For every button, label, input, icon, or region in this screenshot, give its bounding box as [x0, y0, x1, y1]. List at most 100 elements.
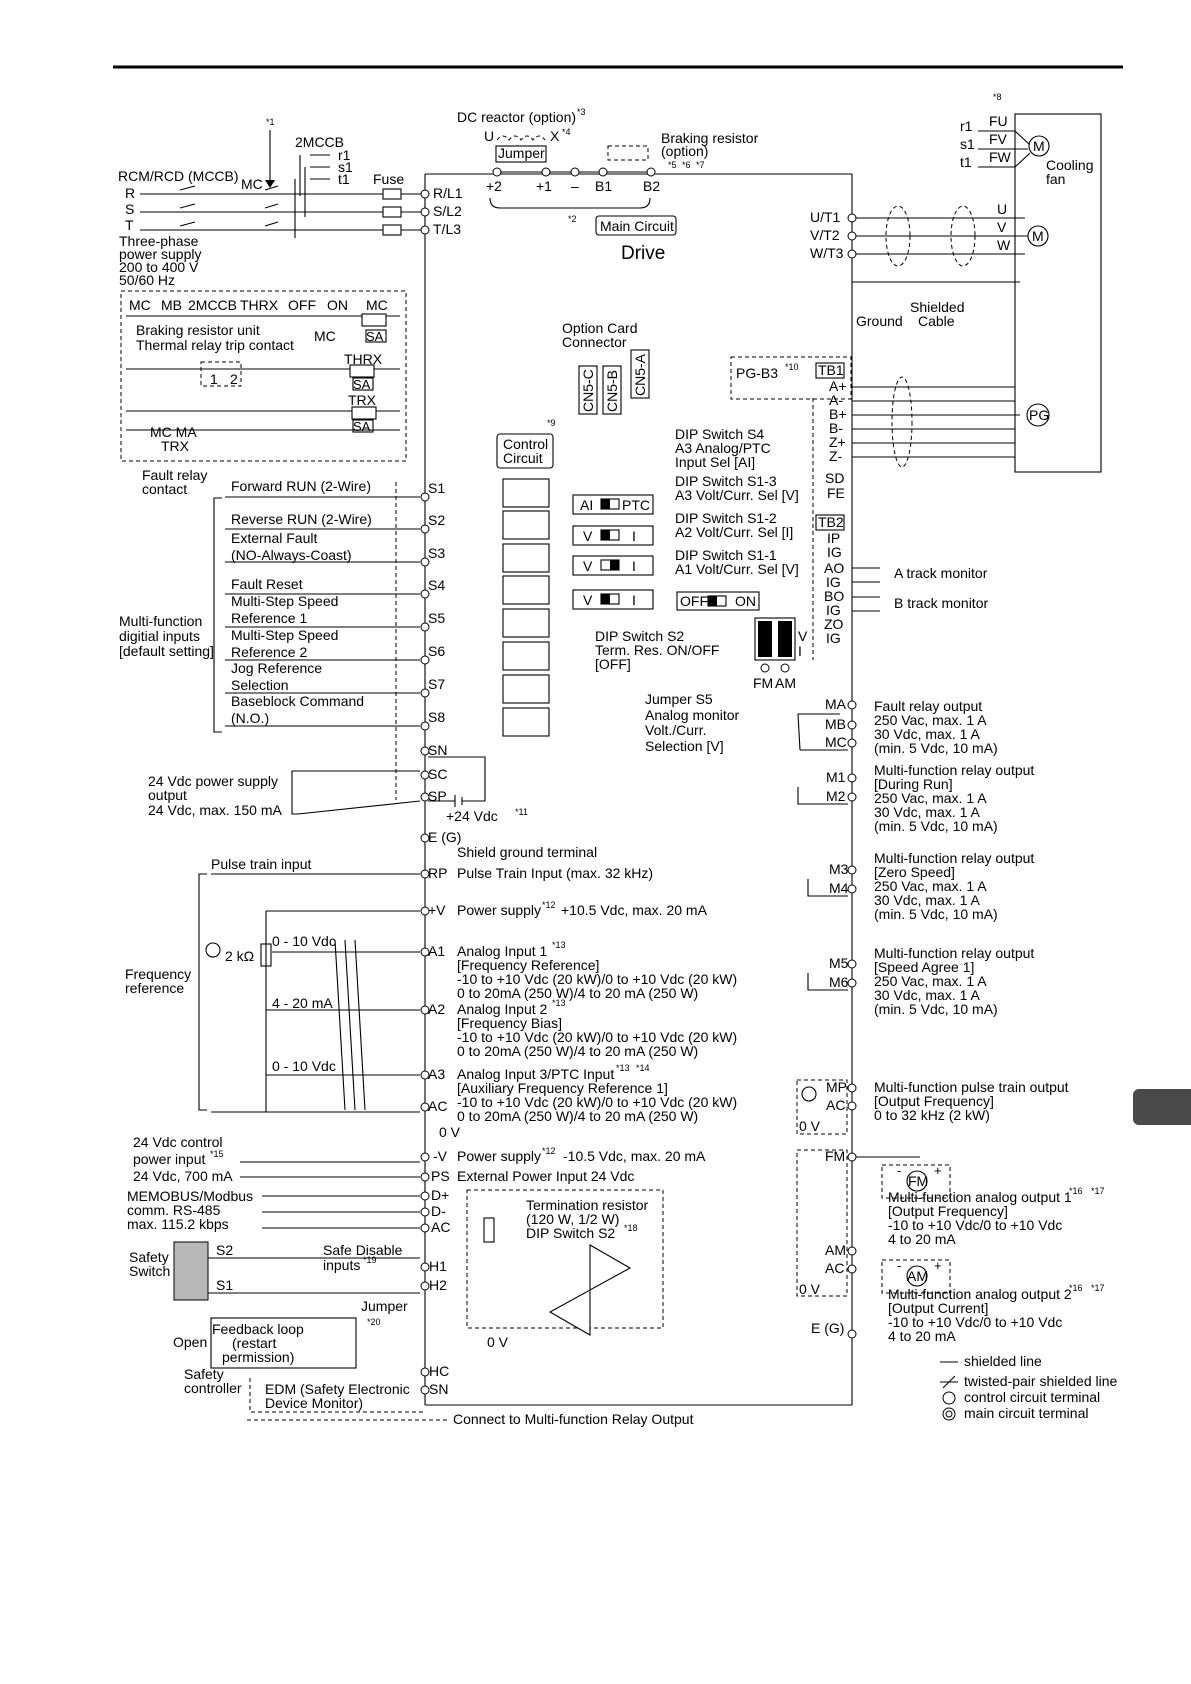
i1-label: 4 - 20 mA: [272, 995, 333, 1011]
am-desc-3: -10 to +10 Vdc/0 to +10 Vdc: [888, 1314, 1062, 1330]
comm-2: comm. RS-485: [127, 1202, 221, 1218]
zero-v-label: 0 V: [439, 1124, 461, 1140]
pot-label: 2 kΩ: [225, 948, 254, 964]
term-out-eg-label: E (G): [811, 1320, 844, 1336]
brake-trx-coil: [351, 406, 377, 420]
section-tab[interactable]: [1133, 1089, 1191, 1125]
term-res-resistor: [483, 1217, 495, 1243]
di-s1-label: S1: [428, 480, 445, 496]
reactor-u: U: [484, 128, 494, 144]
rp-desc: Pulse Train Input (max. 32 kHz): [457, 865, 653, 881]
dip-s13-1: DIP Switch S1-3: [675, 473, 777, 489]
term-sn-label: SN: [428, 742, 447, 758]
terminal-tl3: T/L3: [433, 221, 461, 237]
out-label-v: V/T2: [810, 227, 840, 243]
fan-motor-m: M: [1033, 138, 1045, 154]
jumper-box: [495, 145, 547, 163]
edm-2: Device Monitor): [265, 1395, 363, 1411]
term-eg: [420, 833, 430, 843]
rs485-receiver: [548, 1289, 591, 1336]
pg-encoder: [1026, 403, 1050, 427]
fan-box: [1014, 113, 1102, 473]
dip-s4-2: A3 Analog/PTC: [675, 440, 771, 456]
mccb-arrow-head: [265, 180, 275, 188]
dc-label-b2: B2: [643, 178, 660, 194]
a1-desc-4: 0 to 20mA (250 W)/4 to 20 mA (250 W): [457, 985, 698, 1001]
term-sn: [420, 746, 430, 756]
brake-sa-2: [352, 377, 374, 391]
dig-group-3: [default setting]: [119, 643, 214, 659]
feedback-1: Feedback loop: [212, 1321, 304, 1337]
term-am-label: AM: [825, 1242, 846, 1258]
am-desc-2: [Output Current]: [888, 1300, 988, 1316]
di-s7-name-2: Selection: [231, 677, 289, 693]
fm-meter-label: FM: [908, 1173, 928, 1189]
a2-desc-3: -10 to +10 Vdc (20 kW)/0 to +10 Vdc (20 …: [457, 1029, 737, 1045]
m12-contact: [797, 787, 848, 805]
term-m4: [847, 884, 857, 894]
mv-desc2: -10.5 Vdc, max. 20 mA: [563, 1148, 706, 1164]
jumper-s5-4: Selection [V]: [645, 738, 724, 754]
motor-term-u: U: [997, 201, 1007, 217]
safety-controller-2: controller: [184, 1380, 242, 1396]
pg-encoder-wires: [852, 386, 1020, 458]
dip-s11-i: I: [632, 592, 636, 608]
di-s8-name-1: Baseblock Command: [231, 693, 364, 709]
tb2-t3: IG: [826, 574, 841, 590]
a2-desc-4: 0 to 20mA (250 W)/4 to 20 mA (250 W): [457, 1043, 698, 1059]
term-sc-label: SC: [428, 766, 447, 782]
note-20: *20: [367, 1317, 381, 1327]
term-mb-label: MB: [825, 716, 846, 732]
di-s3-term: [420, 557, 430, 567]
dip-s13-2: A3 Volt/Curr. Sel [V]: [675, 487, 799, 503]
term-res-2: (120 W, 1/2 W): [526, 1211, 619, 1227]
m56-desc-4: 30 Vdc, max. 1 A: [874, 987, 980, 1003]
m12-desc-3: 250 Vac, max. 1 A: [874, 790, 987, 806]
pulse-symbol: [205, 942, 221, 958]
tb2-t0: IP: [827, 530, 840, 546]
brake-unit-box[interactable]: [120, 290, 407, 462]
term-dn: [420, 1207, 430, 1217]
safety-s1: S1: [216, 1277, 233, 1293]
dip-s11-v: V: [583, 592, 593, 608]
m56-desc-1: Multi-function relay output: [874, 945, 1034, 961]
option-card-2: Connector: [562, 334, 627, 350]
jumper-s5-2: Analog monitor: [645, 707, 740, 723]
comm-1: MEMOBUS/Modbus: [127, 1188, 253, 1204]
note-16b: *16: [1069, 1283, 1083, 1293]
di-s3-name-1: External Fault: [231, 530, 317, 546]
note-12b: *12: [542, 1146, 556, 1156]
brake-top-mc2: MC: [366, 297, 388, 313]
note-19: *19: [363, 1255, 377, 1265]
braking-resistor-1: Braking resistor: [661, 130, 759, 146]
mc-label: MC: [241, 176, 263, 192]
term-m2: [847, 792, 857, 802]
dip-ai-label: AI: [580, 497, 593, 513]
pg-card-label: PG-B3: [736, 365, 778, 381]
fan-term-fu: FU: [989, 113, 1008, 129]
dip-s12-1: DIP Switch S1-2: [675, 510, 777, 526]
am-meter-label: AM: [907, 1268, 928, 1284]
term-a2-label: A2: [428, 1001, 445, 1017]
term-hc: [420, 1367, 430, 1377]
di-s2-name: Reverse RUN (2-Wire): [231, 511, 372, 527]
note-1: *1: [266, 117, 275, 127]
di-s7-term: [420, 688, 430, 698]
dig-group-bracket: [213, 497, 222, 733]
mc-contacts: [264, 185, 279, 227]
cn5a-label: CN5-A: [632, 353, 648, 396]
edm-dashed: [247, 1378, 449, 1421]
term-out-ac-label: AC: [825, 1260, 844, 1276]
m56-contact: [807, 973, 848, 991]
legend-twisted-icon: [940, 1375, 958, 1389]
brake-thrx-coil: [349, 364, 375, 378]
fuse-t: [382, 224, 402, 236]
rs485-driver: [589, 1244, 632, 1291]
term-pv-label: +V: [428, 902, 446, 918]
am-minus: -: [897, 1258, 901, 1273]
brake-top-mc: MC: [129, 297, 151, 313]
dip-s11-knob: [601, 594, 610, 604]
legend-shielded: shielded line: [964, 1353, 1042, 1369]
a3-desc-2: [Auxiliary Frequency Reference 1]: [457, 1080, 668, 1096]
m56-desc-5: (min. 5 Vdc, 10 mA): [874, 1001, 998, 1017]
